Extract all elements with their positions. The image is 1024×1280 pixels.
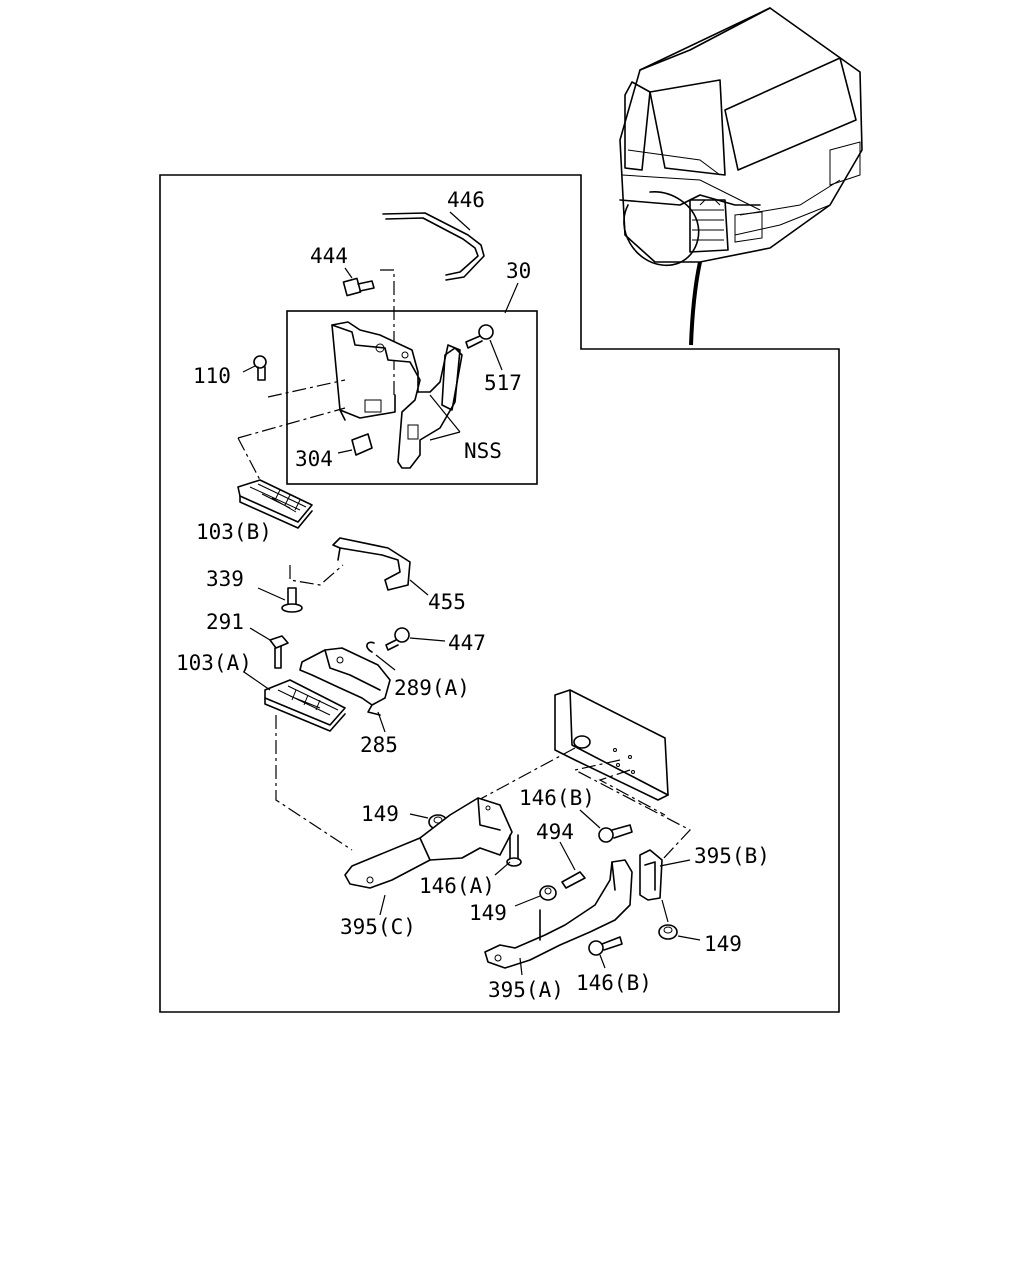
label-149a: 149 [361, 802, 399, 826]
label-395c: 395(C) [340, 915, 416, 939]
part-291-bolt [249, 627, 289, 669]
part-labels: 446 444 30 517 110 304 NSS 103(B) 339 45… [176, 188, 770, 1002]
part-110-bolt [242, 355, 267, 381]
label-446: 446 [447, 188, 485, 212]
part-146a-bolt [494, 834, 522, 876]
part-30-bracket [331, 321, 463, 469]
label-30: 30 [506, 259, 531, 283]
part-444-bolt [342, 267, 375, 297]
label-103a: 103(A) [176, 651, 252, 675]
part-103a-step [243, 671, 346, 732]
label-146b-b: 146(B) [576, 971, 652, 995]
label-149b: 149 [469, 901, 507, 925]
part-339-stud [257, 587, 303, 613]
chassis-frame-rail [554, 689, 669, 801]
truck-cab-illustration [619, 7, 863, 346]
label-455: 455 [428, 590, 466, 614]
label-395a: 395(A) [488, 978, 564, 1002]
label-339: 339 [206, 567, 244, 591]
assembly-30-box [286, 310, 538, 485]
label-146b-a: 146(B) [519, 786, 595, 810]
diagram-frame [159, 174, 840, 1013]
label-395b: 395(B) [694, 844, 770, 868]
part-455-bracket [332, 537, 429, 596]
label-289a: 289(A) [394, 676, 470, 700]
label-nss: NSS [464, 439, 502, 463]
label-110: 110 [193, 364, 231, 388]
label-103b: 103(B) [196, 520, 272, 544]
part-146ba-bolt [579, 809, 633, 843]
label-291: 291 [206, 610, 244, 634]
label-149c: 149 [704, 932, 742, 956]
part-517-bolt [465, 324, 503, 371]
part-149c-nut [658, 899, 701, 941]
part-446-grab-bar [382, 211, 485, 281]
part-494-stud [559, 841, 586, 889]
label-447: 447 [448, 631, 486, 655]
label-517: 517 [484, 371, 522, 395]
part-103b-step [237, 479, 313, 529]
label-494: 494 [536, 820, 574, 844]
label-146a: 146(A) [419, 874, 495, 898]
label-285: 285 [360, 733, 398, 757]
label-444: 444 [310, 244, 348, 268]
part-395a-bracket [484, 859, 633, 976]
part-395b-bracket [639, 849, 691, 901]
part-285-step-frame [299, 647, 391, 733]
part-146bb-bolt [588, 936, 623, 969]
part-447-bolt [385, 627, 446, 651]
part-289a-clip [366, 641, 396, 671]
part-304-clip [337, 433, 373, 456]
label-304: 304 [295, 447, 333, 471]
part-149b-nut [514, 885, 557, 907]
part-395c-bracket [344, 797, 513, 916]
